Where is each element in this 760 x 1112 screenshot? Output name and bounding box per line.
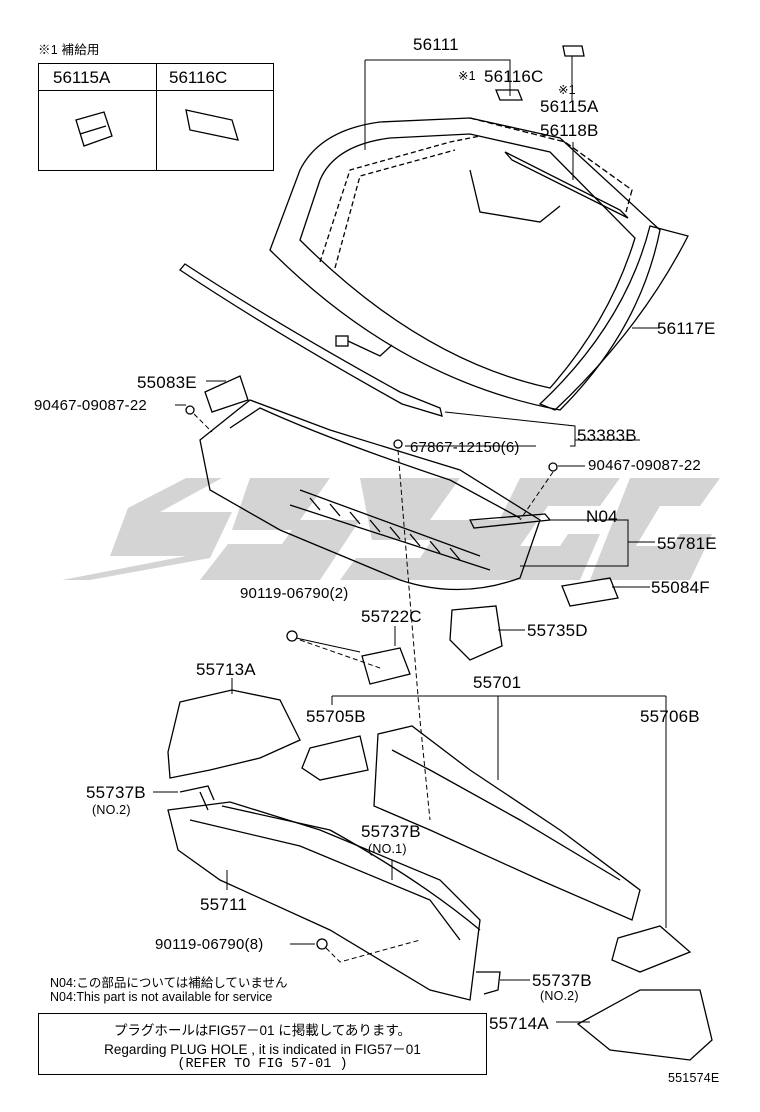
- part-55735D[interactable]: 55735D: [527, 621, 588, 640]
- part-55701[interactable]: 55701: [473, 673, 522, 692]
- part-N04[interactable]: N04: [586, 507, 618, 526]
- part-55705B[interactable]: 55705B: [306, 707, 366, 726]
- part-90119-bottom[interactable]: 90119-06790(8): [155, 936, 264, 953]
- note-n04-jp: N04:この部品については補給していません: [50, 976, 288, 990]
- part-55714A[interactable]: 55714A: [489, 1014, 549, 1033]
- part-55711[interactable]: 55711: [200, 895, 248, 914]
- part-56117E[interactable]: 56117E: [657, 319, 716, 338]
- kit-header-note: ※1 補給用: [38, 43, 100, 57]
- part-55737B-left[interactable]: 55737B: [86, 783, 146, 802]
- reference-line-3[interactable]: (REFER TO FIG 57-01 ): [177, 1057, 348, 1072]
- part-67867[interactable]: 67867-12150(6): [410, 439, 520, 456]
- part-55737B-right[interactable]: 55737B: [532, 971, 592, 990]
- part-55722C[interactable]: 55722C: [361, 607, 422, 626]
- part-90119-top[interactable]: 90119-06790(2): [240, 585, 349, 602]
- part-56118B[interactable]: 56118B: [540, 121, 599, 140]
- part-55737B-left-no: (NO.2): [92, 803, 131, 817]
- reference-line-2: Regarding PLUG HOLE , it is indicated in…: [104, 1042, 421, 1057]
- part-53383B[interactable]: 53383B: [577, 426, 637, 445]
- windshield-glass: [269, 117, 661, 411]
- kit-col1-part[interactable]: 56115A: [53, 68, 111, 87]
- part-56116C[interactable]: 56116C: [484, 67, 544, 86]
- part-55083E[interactable]: 55083E: [137, 373, 197, 392]
- note-n04-en: N04:This part is not available for servi…: [50, 990, 273, 1004]
- watermark-logo: [62, 478, 720, 580]
- mark-56116C: ※1: [458, 69, 476, 83]
- reference-line-1: プラグホールはFIG57－01 に掲載してあります。: [113, 1023, 412, 1038]
- part-55737B-mid[interactable]: 55737B: [361, 822, 421, 841]
- part-55781E[interactable]: 55781E: [657, 534, 717, 553]
- part-56111[interactable]: 56111: [413, 35, 459, 54]
- leader-lines: [153, 56, 667, 1023]
- part-55084F[interactable]: 55084F: [651, 578, 710, 597]
- part-55713A[interactable]: 55713A: [196, 660, 256, 679]
- figure-code: 551574E: [668, 1071, 720, 1085]
- part-56115A[interactable]: 56115A: [540, 97, 599, 116]
- cowl-top-panel: [199, 399, 541, 591]
- part-90467-left[interactable]: 90467-09087-22: [34, 397, 147, 414]
- mark-56115A: ※1: [558, 83, 576, 97]
- part-90467-right[interactable]: 90467-09087-22: [588, 457, 701, 474]
- kit-parts-box: 56115A 56116C: [38, 63, 274, 171]
- kit-col2-part[interactable]: 56116C: [169, 68, 228, 87]
- part-55737B-mid-no: (NO.1): [368, 842, 407, 856]
- part-55706B[interactable]: 55706B: [640, 707, 700, 726]
- reference-box: プラグホールはFIG57－01 に掲載してあります。 Regarding PLU…: [38, 1013, 487, 1075]
- part-55737B-right-no: (NO.2): [540, 989, 579, 1003]
